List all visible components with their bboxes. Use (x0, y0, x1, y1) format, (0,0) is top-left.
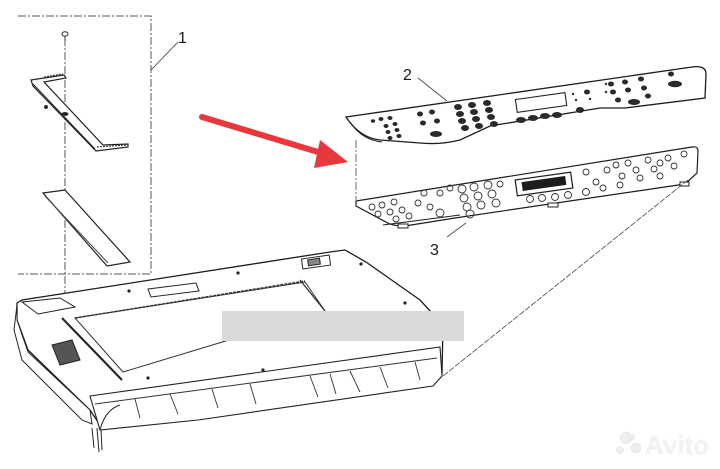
redaction-bar (222, 311, 464, 341)
callout-1: 1 (178, 30, 187, 47)
callout-3: 3 (430, 242, 439, 259)
bracket-part (30, 73, 129, 152)
red-arrow-icon (199, 114, 348, 168)
watermark-text: Avito (645, 430, 710, 460)
scanner-base-assembly (13, 249, 444, 453)
part-2-control-panel-overlay (344, 66, 707, 145)
strip-part (41, 189, 132, 267)
part-group-1 (18, 15, 179, 310)
avito-logo-icon (616, 431, 642, 454)
callout-2: 2 (403, 67, 412, 84)
part-3-control-panel-pcb (355, 140, 699, 377)
screw-icon (61, 31, 69, 41)
